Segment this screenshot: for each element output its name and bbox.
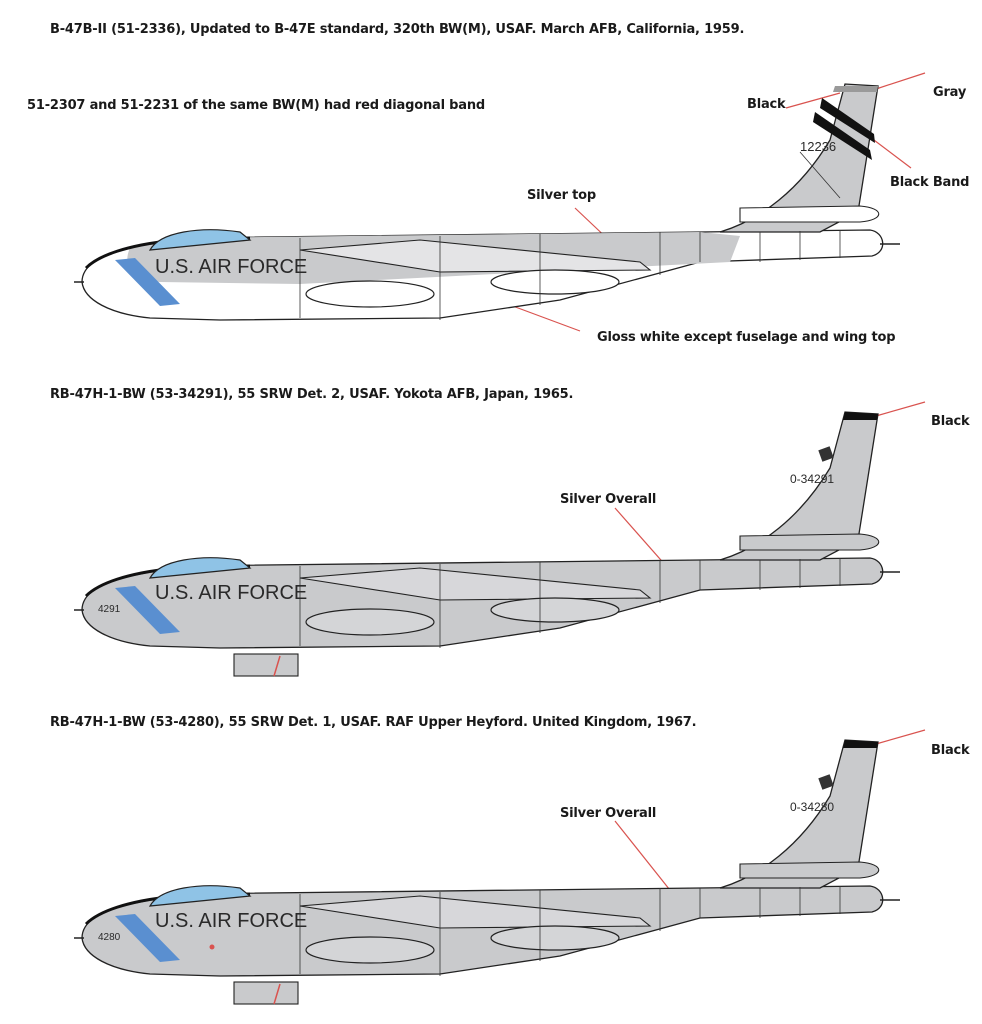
profile-2-callout-black: Black <box>931 414 970 429</box>
outboard-engine-pod <box>490 269 620 295</box>
canopy <box>148 557 252 579</box>
fin-tip-black <box>843 412 878 420</box>
panel-lines <box>299 886 841 976</box>
leader-black <box>785 92 841 109</box>
profile-1-callout-silver-top: Silver top <box>527 188 596 203</box>
stabilizer <box>739 205 880 223</box>
profile-2-callout-silver-overall: Silver Overall <box>560 492 657 507</box>
panel-lines <box>299 151 841 320</box>
black-band-2 <box>820 98 875 143</box>
leader-black <box>875 401 926 417</box>
stabilizer <box>739 533 880 551</box>
canopy <box>148 885 252 907</box>
black-band <box>813 112 872 160</box>
profile-3-callout-silver-overall: Silver Overall <box>560 806 657 821</box>
nose-band <box>115 914 180 962</box>
fuselage-marking: U.S. AIR FORCE <box>155 256 307 278</box>
ventral-pod <box>233 981 299 1005</box>
panel-lines <box>299 558 841 648</box>
inboard-engine-pod <box>305 280 435 308</box>
nose-band <box>115 586 180 634</box>
profile-3-caption: RB-47H-1-BW (53-4280), 55 SRW Det. 1, US… <box>50 715 697 730</box>
inboard-engine-pod <box>305 936 435 964</box>
profile-3-callout-black: Black <box>931 743 970 758</box>
fin-antenna <box>818 774 834 790</box>
canopy <box>148 229 252 251</box>
nose-number: 4291 <box>98 604 121 615</box>
profile-1-callout-black-band: Black Band <box>890 175 970 190</box>
profile-1-callout-gloss-white: Gloss white except fuselage and wing top <box>597 330 896 345</box>
profile-2-caption: RB-47H-1-BW (53-34291), 55 SRW Det. 2, U… <box>50 387 574 402</box>
outboard-engine-pod <box>490 597 620 623</box>
red-dot <box>209 944 215 950</box>
pod-marker <box>273 983 281 1005</box>
nose-number: 4280 <box>98 932 121 943</box>
fuselage-marking: U.S. AIR FORCE <box>155 582 307 604</box>
stabilizer <box>739 861 880 879</box>
leader-black <box>875 729 926 745</box>
leader-gray <box>875 72 926 90</box>
profile-1-callout-gray: Gray <box>933 85 967 100</box>
tail-number: 0-34291 <box>790 472 834 486</box>
tail-number: 12236 <box>800 139 836 154</box>
nose-band <box>115 258 180 306</box>
profile-1-caption: B-47B-II (51-2336), Updated to B-47E sta… <box>50 22 745 37</box>
tail-number: 0-34280 <box>790 800 834 814</box>
fin-tip-black <box>843 740 878 748</box>
wing <box>299 239 652 273</box>
fin-antenna <box>818 446 834 462</box>
outboard-engine-pod <box>490 925 620 951</box>
ventral-pod <box>233 653 299 677</box>
profile-1-note: 51-2307 and 51-2231 of the same BW(M) ha… <box>27 98 485 113</box>
fin-tip-gray <box>833 86 878 92</box>
wing <box>299 895 652 929</box>
leader-gloss-white <box>509 304 581 332</box>
tail-fin <box>719 739 879 889</box>
profile-1-callout-black: Black <box>747 97 786 112</box>
tail-fin <box>719 83 879 233</box>
inboard-engine-pod <box>305 608 435 636</box>
wing <box>299 567 652 601</box>
pod-marker <box>273 655 281 677</box>
fuselage-marking: U.S. AIR FORCE <box>155 910 307 932</box>
